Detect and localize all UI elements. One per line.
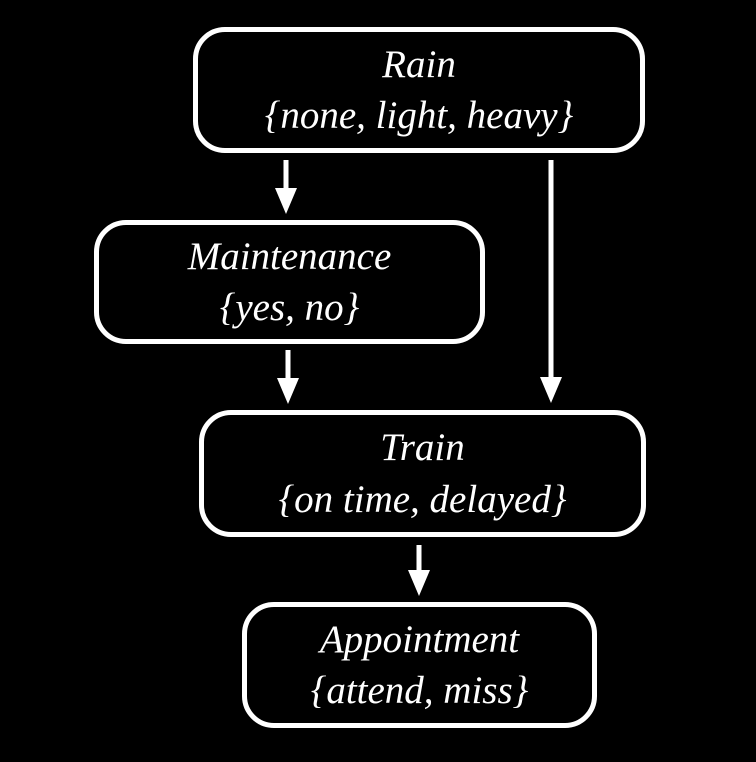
node-appointment-values: {attend, miss} <box>310 669 529 712</box>
node-rain-title: Rain <box>382 42 456 86</box>
node-train: Train {on time, delayed} <box>199 410 646 537</box>
node-appointment: Appointment {attend, miss} <box>242 602 597 728</box>
node-train-title: Train <box>380 426 465 470</box>
node-maintenance-values: {yes, no} <box>219 286 360 329</box>
node-rain: Rain {none, light, heavy} <box>193 27 645 153</box>
edge-train-appointment-arrow <box>408 545 430 596</box>
edge-rain-maintenance-arrow <box>275 160 297 214</box>
node-appointment-title: Appointment <box>319 617 520 661</box>
node-train-values: {on time, delayed} <box>278 477 567 521</box>
node-maintenance: Maintenance {yes, no} <box>94 220 485 344</box>
node-rain-values: {none, light, heavy} <box>264 94 574 137</box>
node-maintenance-title: Maintenance <box>187 234 392 278</box>
edge-rain-train-arrow <box>540 160 562 403</box>
edge-maintenance-train-arrow <box>277 350 299 404</box>
